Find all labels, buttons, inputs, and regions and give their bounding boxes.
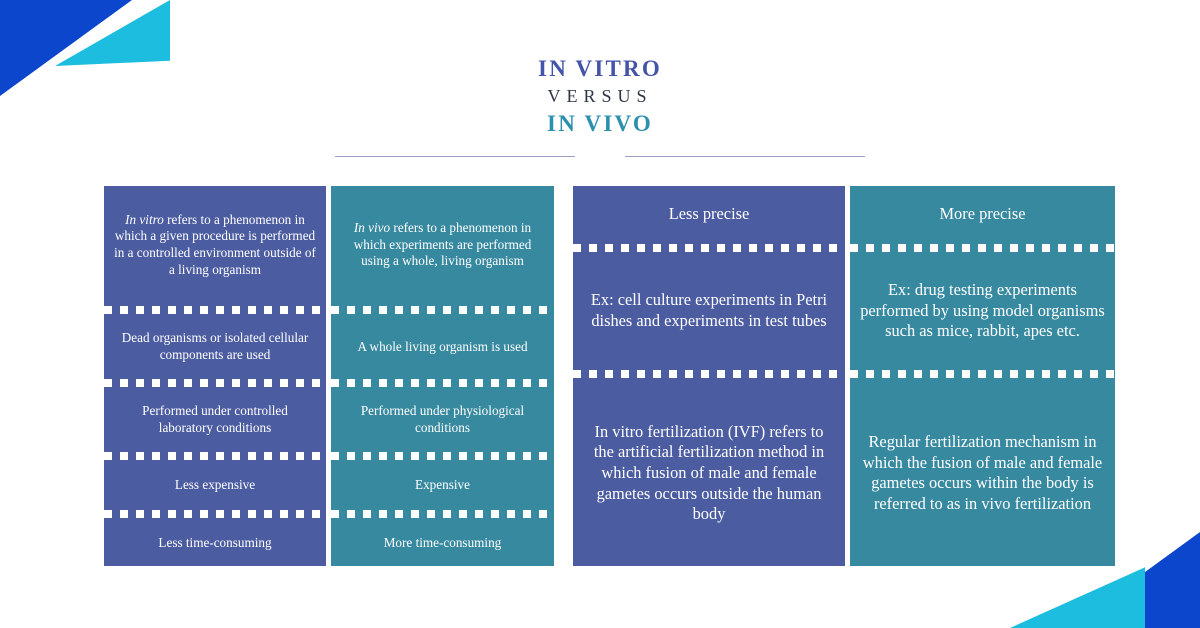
- comparison-cell: More precise: [850, 186, 1115, 242]
- comparison-cell: Performed under physiological conditions: [331, 390, 554, 450]
- comparison-column-in-vitro: In vitro refers to a phenomenon in which…: [104, 186, 326, 566]
- row-separator: [331, 509, 554, 519]
- title-divider-right: [625, 156, 865, 157]
- row-separator: [104, 509, 326, 519]
- comparison-cell-text: Regular fertilization mechanism in which…: [862, 431, 1103, 513]
- row-separator: [331, 378, 554, 388]
- comparison-cell-text: Ex: drug testing experiments performed b…: [860, 280, 1105, 341]
- comparison-cell-text: Expensive: [415, 476, 470, 492]
- row-separator: [104, 305, 326, 315]
- comparison-cell: Less expensive: [104, 463, 326, 508]
- row-separator: [850, 243, 1115, 253]
- comparison-cell-text: In vitro refers to a phenomenon in which…: [114, 211, 316, 277]
- page-title: IN VITRO VERSUS IN VIVO: [0, 55, 1200, 138]
- comparison-cell: Ex: cell culture experiments in Petri di…: [573, 255, 845, 368]
- row-separator: [331, 305, 554, 315]
- row-separator: [104, 378, 326, 388]
- comparison-cell: Ex: drug testing experiments performed b…: [850, 255, 1115, 368]
- comparison-cell: Regular fertilization mechanism in which…: [850, 380, 1115, 566]
- comparison-cell: A whole living organism is used: [331, 317, 554, 377]
- comparison-cell: In vivo refers to a phenomenon in which …: [331, 186, 554, 304]
- row-separator: [573, 369, 845, 379]
- comparison-cell: In vitro fertilization (IVF) refers to t…: [573, 380, 845, 566]
- title-divider-left: [335, 156, 575, 157]
- comparison-cell-text: More time-consuming: [383, 535, 502, 551]
- comparison-cell-text: Dead organisms or isolated cellular comp…: [121, 330, 309, 362]
- comparison-cell-text: Less time-consuming: [158, 535, 272, 551]
- comparison-cell-text: More precise: [939, 203, 1026, 223]
- comparison-cell: Less precise: [573, 186, 845, 242]
- comparison-cell-text: In vitro fertilization (IVF) refers to t…: [593, 421, 825, 524]
- comparison-cell-text: Performed under controlled laboratory co…: [142, 403, 288, 435]
- row-separator: [850, 369, 1115, 379]
- comparison-cell-text: A whole living organism is used: [357, 338, 528, 354]
- comparison-cell: Dead organisms or isolated cellular comp…: [104, 317, 326, 377]
- comparison-cell: Performed under controlled laboratory co…: [104, 390, 326, 450]
- comparison-cell: In vitro refers to a phenomenon in which…: [104, 186, 326, 304]
- row-separator: [331, 451, 554, 461]
- comparison-cell: More time-consuming: [331, 521, 554, 566]
- comparison-cell: Less time-consuming: [104, 521, 326, 566]
- comparison-columns: In vitro refers to a phenomenon in which…: [0, 186, 1200, 566]
- corner-decoration-bottom-right-cyan-triangle: [1010, 567, 1145, 628]
- comparison-cell: Expensive: [331, 463, 554, 508]
- comparison-cell-text: Performed under physiological conditions: [360, 403, 525, 435]
- comparison-cell-text: Less expensive: [174, 476, 256, 492]
- title-line-versus: VERSUS: [547, 86, 653, 107]
- comparison-cell-text: Ex: cell culture experiments in Petri di…: [590, 290, 828, 331]
- comparison-cell-text: In vivo refers to a phenomenon in which …: [353, 220, 532, 269]
- comparison-column-in-vivo: In vivo refers to a phenomenon in which …: [331, 186, 554, 566]
- title-line-in-vitro: IN VITRO: [538, 56, 662, 81]
- comparison-cell-text: Less precise: [668, 203, 750, 223]
- row-separator: [573, 243, 845, 253]
- row-separator: [104, 451, 326, 461]
- title-line-in-vivo: IN VIVO: [547, 111, 653, 136]
- title-divider-group: [0, 156, 1200, 157]
